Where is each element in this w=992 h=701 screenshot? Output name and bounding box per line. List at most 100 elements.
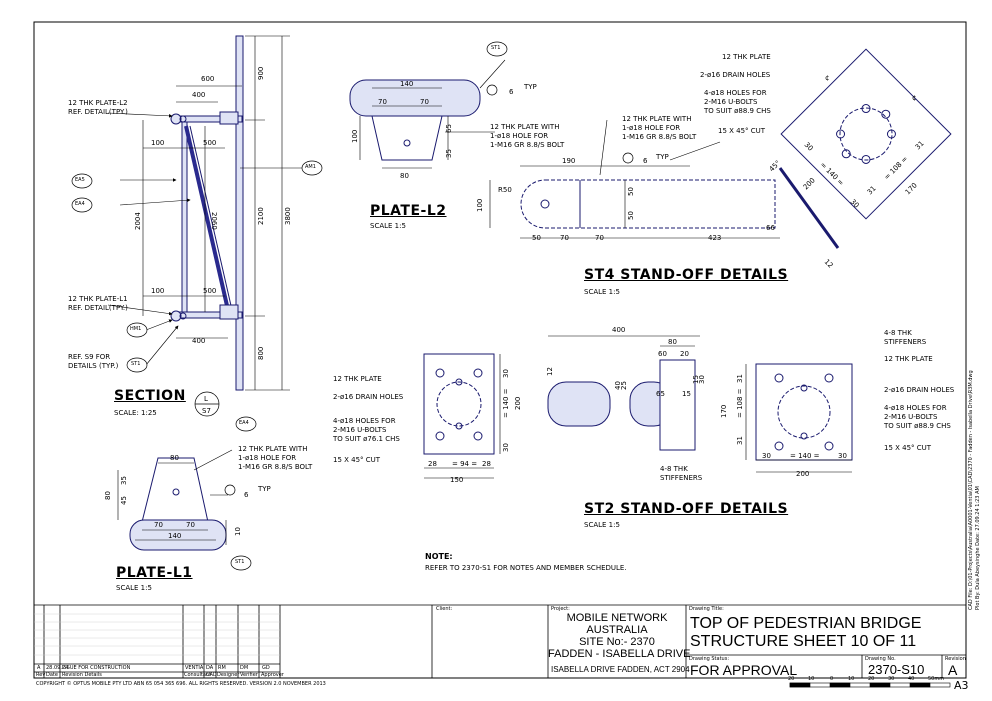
pl2-callout-2: 1-ø18 HOLE FOR: [490, 132, 549, 140]
revision-label: Revision: [945, 656, 966, 662]
svg-text:2004: 2004: [134, 212, 142, 230]
st2r-holes-3: TO SUIT ø88.9 CHS: [884, 422, 951, 430]
plot-info: Plot By: Dula Abeysinghe Date: 27.09.24 …: [975, 486, 981, 610]
rev-header-cad: CAD: [206, 672, 217, 678]
rev-approver: GD: [262, 665, 270, 671]
st2-title: ST2 STAND-OFF DETAILS: [584, 501, 789, 517]
svg-text:31: 31: [866, 184, 878, 196]
st2r-stiff-2: STIFFENERS: [884, 338, 927, 346]
svg-text:100: 100: [476, 199, 484, 212]
svg-text:35: 35: [120, 476, 128, 485]
svg-text:2100: 2100: [257, 207, 265, 225]
svg-text:30: 30: [502, 369, 510, 378]
callout-ref-s9: REF. S9 FOR: [68, 353, 111, 361]
svg-text:25: 25: [620, 381, 628, 390]
rev-header-details: Revision Details: [62, 672, 102, 678]
plate-l1-view: [129, 457, 227, 551]
svg-text:170: 170: [904, 181, 919, 196]
st4-callout-1: 12 THK PLATE WITH: [622, 115, 692, 123]
drawing-number: 2370-S10: [868, 662, 925, 677]
drawing-title-label: Drawing Title:: [689, 606, 724, 612]
note-text: REFER TO 2370-S1 FOR NOTES AND MEMBER SC…: [425, 564, 627, 572]
st2r-plate: 12 THK PLATE: [884, 355, 933, 363]
st2-holes-1: 4-ø18 HOLES FOR: [333, 417, 396, 425]
svg-text:6: 6: [244, 491, 249, 499]
tag-am1: AM1: [305, 164, 316, 170]
drawing-title-1: TOP OF PEDESTRIAN BRIDGE: [690, 615, 922, 632]
svg-text:30: 30: [502, 443, 510, 452]
callout-details-typ: DETAILS (TYP.): [68, 362, 119, 370]
callout-ref-detail: REF. DETAIL(TPY.): [68, 108, 128, 116]
project-line-4: FADDEN - ISABELLA DRIVE: [548, 648, 691, 660]
revision-value: A: [948, 662, 958, 678]
tag-ea4-a: EA4: [75, 201, 85, 207]
pl2-callout-1: 12 THK PLATE WITH: [490, 123, 560, 131]
st2-cut: 15 X 45° CUT: [333, 456, 381, 464]
rev-header-consultant: Consultant: [184, 672, 212, 678]
svg-text:28: 28: [482, 460, 491, 468]
section-ref-letter: L: [204, 395, 208, 403]
st4-holes-1: 4-ø18 HOLES FOR: [704, 89, 767, 97]
svg-text:28: 28: [428, 460, 437, 468]
sheet-size: A3: [954, 679, 969, 692]
st4-typ: TYP: [656, 153, 669, 161]
scale-bar: [789, 682, 951, 688]
svg-text:70: 70: [186, 521, 195, 529]
st4-holes-3: TO SUIT ø88.9 CHS: [704, 107, 771, 115]
section-title: SECTION: [114, 388, 186, 404]
svg-text:35: 35: [445, 149, 453, 158]
svg-text:¢: ¢: [825, 74, 829, 82]
rev-cad: DA: [206, 665, 214, 671]
section-dim-labels: 600 400 100 500 100 500 400 900 2100 380…: [134, 67, 292, 360]
pl1-callout-1: 12 THK PLATE WITH: [238, 445, 308, 453]
rev-header-approver: Approver: [261, 672, 284, 678]
svg-text:150: 150: [450, 476, 463, 484]
svg-text:400: 400: [192, 91, 205, 99]
scale-label: 50mm: [928, 676, 945, 682]
svg-text:20: 20: [680, 350, 689, 358]
st4-cut: 15 X 45° CUT: [718, 127, 766, 135]
svg-text:30: 30: [698, 375, 706, 384]
rev-consultant: VENTIA: [185, 665, 204, 671]
svg-text:600: 600: [201, 75, 214, 83]
st2-stiff-1: 4-8 THK: [660, 465, 688, 473]
svg-text:190: 190: [562, 157, 575, 165]
drawing-title-2: STRUCTURE SHEET 10 OF 11: [690, 633, 917, 650]
svg-text:65: 65: [656, 390, 665, 398]
svg-text:3800: 3800: [284, 207, 292, 225]
svg-text:70: 70: [560, 234, 569, 242]
tag-st1-a: ST1: [491, 45, 501, 51]
svg-text:60: 60: [658, 350, 667, 358]
svg-text:30: 30: [762, 452, 771, 460]
scale-label: 30: [888, 676, 895, 682]
pl1-callout-2: 1-ø18 HOLE FOR: [238, 454, 297, 462]
st4-view: [520, 48, 952, 249]
svg-text:140: 140: [168, 532, 181, 540]
section-view: [170, 35, 244, 391]
callout-ref-detail-2: REF. DETAIL(TPY.): [68, 304, 128, 312]
st4-callout-2: 1-ø18 HOLE FOR: [622, 124, 681, 132]
svg-text:= 94 =: = 94 =: [452, 460, 477, 468]
callout-pl1-ref: 12 THK PLATE-L1: [68, 295, 128, 303]
svg-text:70: 70: [595, 234, 604, 242]
scale-label: 20: [788, 676, 795, 682]
plate-l1-title: PLATE-L1: [116, 565, 193, 581]
st4-holes-2: 2-M16 U-BOLTS: [704, 98, 758, 106]
rev-header-verifier: Verifier: [240, 672, 258, 678]
svg-text:200: 200: [802, 176, 817, 191]
pl1-typ: TYP: [258, 485, 271, 493]
svg-text:50: 50: [627, 211, 635, 220]
pl2-callout-3: 1-M16 GR 8.8/S BOLT: [490, 141, 565, 149]
plate-l1-scale: SCALE 1:5: [116, 584, 152, 592]
svg-text:R50: R50: [498, 186, 512, 194]
rev-verifier: DM: [240, 665, 249, 671]
svg-text:800: 800: [257, 347, 265, 360]
svg-text:200: 200: [514, 397, 522, 410]
title-block: [34, 604, 966, 678]
svg-text:80: 80: [170, 454, 179, 462]
scale-label: 10: [808, 676, 815, 682]
svg-text:100: 100: [151, 139, 164, 147]
svg-text:15: 15: [692, 375, 700, 384]
st2-holes-3: TO SUIT ø76.1 CHS: [333, 435, 400, 443]
st2r-holes-1: 4-ø18 HOLES FOR: [884, 404, 947, 412]
